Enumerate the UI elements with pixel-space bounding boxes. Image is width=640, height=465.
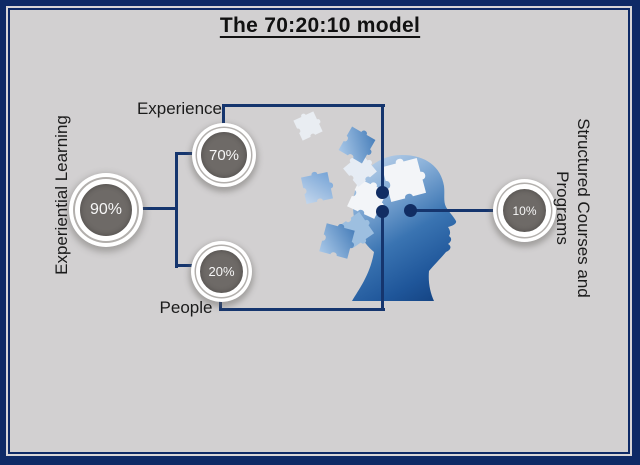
percent-value: 10% [512, 203, 537, 218]
page-title: The 70:20:10 model [219, 14, 421, 37]
label-people: People [159, 298, 213, 317]
circle-structured-courses: 10% [498, 184, 551, 237]
connector-line [219, 298, 222, 311]
connector-line [222, 104, 385, 107]
puzzle-piece-icon [338, 124, 380, 165]
circle-experience: 70% [197, 128, 251, 182]
percent-value: 70% [208, 146, 240, 164]
label-experience: Experience [136, 99, 222, 118]
connector-dot [404, 204, 417, 217]
connector-line [410, 209, 495, 212]
connector-line [222, 104, 225, 126]
puzzle-piece-icon [300, 168, 336, 205]
connector-line [175, 152, 178, 268]
connector-line [175, 152, 195, 155]
circle-people: 20% [196, 246, 247, 297]
label-experiential-learning: Experiential Learning [52, 115, 71, 275]
connector-line [175, 264, 194, 267]
puzzle-piece-icon [292, 108, 325, 141]
connector-dot [376, 186, 389, 199]
connector-line [381, 211, 384, 311]
circle-experiential-learning: 90% [75, 179, 137, 241]
connector-dot [376, 205, 389, 218]
label-structured-courses-programs: Structured Courses and Programs [553, 118, 593, 298]
percent-value: 90% [89, 201, 123, 218]
connector-line [381, 104, 384, 194]
connector-line [219, 308, 385, 311]
connector-line [141, 207, 178, 210]
percent-value: 20% [208, 264, 235, 279]
head-puzzle-graphic [292, 108, 457, 301]
